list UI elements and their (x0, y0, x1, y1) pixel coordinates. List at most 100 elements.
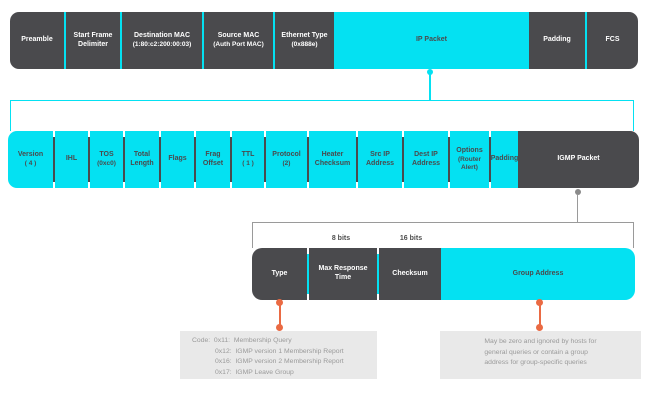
field-padding: Padding (529, 12, 585, 69)
group-note-connector-dot-bottom (536, 324, 543, 331)
field-label: Options (456, 147, 483, 154)
field-label: Group Address (512, 269, 564, 277)
field-flags: Flags (161, 131, 194, 188)
note-text-block: May be zero and ignored by hosts for gen… (484, 337, 596, 369)
field-label: Version (17, 151, 44, 159)
ethernet-frame-row: Preamble Start Frame Delimiter Destinati… (10, 12, 638, 69)
igmp-header-row: Type Max Response Time Checksum Group Ad… (252, 248, 635, 300)
field-label: TOS (99, 151, 114, 159)
field-protocol: Protocol (2) (266, 131, 307, 188)
field-label: FCS (605, 36, 620, 44)
ip-header-row: Version ( 4 ) IHL TOS (0xc0) Total Lengt… (8, 131, 639, 188)
field-separator (64, 12, 66, 69)
field-ip-padding: Padding (491, 131, 518, 188)
group-note-connector-stem (539, 303, 541, 327)
note-line: 0x12: IGMP version 1 Membership Report (215, 347, 344, 355)
field-separator (356, 137, 358, 182)
field-sublabel: (0x888e) (291, 40, 318, 48)
field-fcs: FCS (587, 12, 638, 69)
field-separator (123, 137, 125, 182)
field-checksum: Checksum (379, 248, 441, 300)
field-separator (264, 137, 266, 182)
note-line: general queries or contain a group (484, 348, 588, 356)
bit-width-label-16: 16 bits (399, 235, 423, 242)
field-max-response-time: Max Response Time (309, 248, 377, 300)
field-sublabel: (Auth Port MAC) (213, 40, 264, 48)
note-line: 0x16: IGMP version 2 Membership Report (215, 358, 344, 366)
field-dest-ip-address: Dest IP Address (404, 131, 448, 188)
note-line: May be zero and ignored by hosts for (484, 338, 597, 345)
field-separator (402, 137, 404, 182)
type-note-connector-dot-top (276, 299, 283, 306)
field-source-mac: Source MAC (Auth Port MAC) (204, 12, 273, 69)
field-sublabel: (1:80:c2:200:00:03) (132, 40, 192, 48)
field-sublabel: (0xc0) (97, 159, 116, 167)
ip-packet-connector-dot (427, 69, 433, 75)
field-label: Ethernet Type (281, 32, 328, 40)
field-label: Destination MAC (134, 32, 190, 40)
field-separator (230, 137, 232, 182)
field-total-length: Total Length (125, 131, 159, 188)
field-separator (120, 12, 122, 69)
field-label: Total Length (130, 150, 154, 167)
field-separator (194, 137, 196, 182)
field-sublabel: ( 4 ) (24, 159, 37, 167)
field-sublabel: ( 1 ) (242, 159, 254, 167)
field-src-ip-address: Src IP Address (358, 131, 402, 188)
field-label: Type (271, 269, 288, 277)
field-destination-mac: Destination MAC (1:80:c2:200:00:03) (122, 12, 202, 69)
type-note-connector-dot-bottom (276, 324, 283, 331)
bit-width-label-8: 8 bits (331, 235, 351, 242)
igmp-packet-connector-stem (577, 195, 578, 222)
field-label: TTL (241, 151, 255, 159)
group-address-note: May be zero and ignored by hosts for gen… (440, 331, 641, 379)
field-separator (489, 137, 491, 182)
field-label: Start Frame Delimiter (73, 31, 113, 48)
field-separator (448, 137, 450, 182)
field-separator (307, 254, 309, 294)
field-tos: TOS (0xc0) (90, 131, 123, 188)
field-label: IGMP Packet (557, 155, 600, 163)
note-line: Code: 0x11: Membership Query (192, 337, 292, 344)
field-separator (88, 137, 90, 182)
field-label: Src IP Address (365, 150, 394, 167)
note-line: address for group-specific queries (484, 359, 587, 367)
field-separator (53, 137, 55, 182)
field-start-frame-delimiter: Start Frame Delimiter (66, 12, 120, 69)
field-label: Flags (168, 155, 187, 163)
field-igmp-packet: IGMP Packet (518, 131, 639, 188)
ip-packet-connector-bracket (10, 100, 634, 131)
field-separator (585, 12, 587, 69)
type-note-connector-stem (279, 303, 281, 327)
field-label: Source MAC (217, 32, 260, 40)
field-label: IP Packet (415, 36, 447, 44)
field-label: Padding (543, 36, 571, 44)
field-label: Protocol (272, 151, 301, 159)
field-separator (307, 137, 309, 182)
field-ttl: TTL ( 1 ) (232, 131, 264, 188)
field-type: Type (252, 248, 307, 300)
field-label: Preamble (21, 36, 53, 44)
field-separator (202, 12, 204, 69)
field-label: Dest IP Address (411, 150, 440, 167)
field-ihl: IHL (55, 131, 88, 188)
field-header-checksum: Heater Checksum (309, 131, 356, 188)
field-ip-packet: IP Packet (334, 12, 529, 69)
field-frag-offset: Frag Offset (196, 131, 230, 188)
ip-packet-connector-stem (429, 74, 431, 100)
field-group-address: Group Address (441, 248, 635, 300)
group-note-connector-dot-top (536, 299, 543, 306)
field-label: Max Response Time (318, 265, 368, 281)
field-preamble: Preamble (10, 12, 64, 69)
field-options: Options (Router Alert) (450, 131, 489, 188)
field-sublabel: (2) (282, 159, 291, 167)
field-separator (273, 12, 275, 69)
field-label: Heater Checksum (314, 150, 351, 167)
igmp-packet-connector-dot (575, 189, 581, 195)
field-label: IHL (65, 155, 78, 163)
field-label: Checksum (392, 269, 428, 277)
field-label: Padding (490, 155, 519, 163)
note-line: 0x17: IGMP Leave Group (215, 368, 294, 376)
field-separator (377, 254, 379, 294)
type-codes-note: Code: 0x11: Membership Query 0x12: IGMP … (180, 331, 377, 379)
